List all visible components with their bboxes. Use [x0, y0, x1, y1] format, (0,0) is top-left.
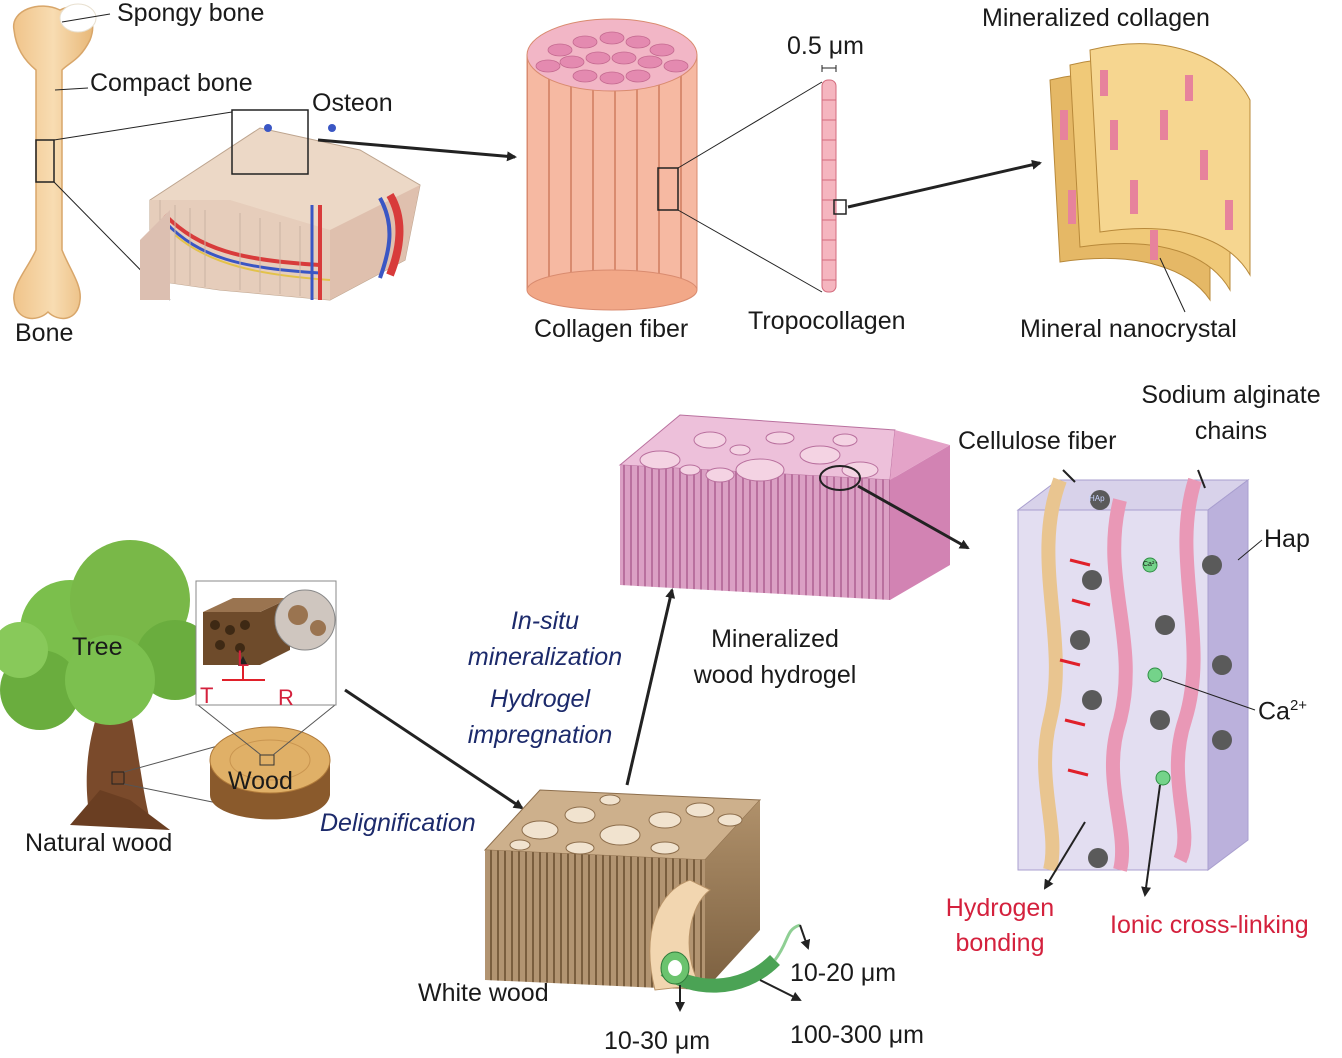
compact-bone-leader [54, 87, 89, 91]
cellulose-fiber-label: Cellulose fiber [958, 427, 1117, 455]
hydrogen-label-line2: bonding [955, 929, 1045, 957]
wood-disk [209, 726, 331, 820]
hap-label: Hap [1264, 525, 1310, 553]
impregnation-label: impregnation [467, 721, 613, 749]
delignification-label: Delignification [320, 809, 476, 837]
axis-t-label: T [200, 683, 214, 708]
natural-wood-label: Natural wood [25, 829, 173, 857]
sodium-alginate-label-line2: chains [1194, 417, 1268, 445]
dim-100-300-label: 100-300 μm [790, 1021, 924, 1049]
mineralization-label: mineralization [467, 643, 623, 671]
mineral-nanocrystal-leader [1159, 257, 1186, 313]
mineralized-collagen-label: Mineralized collagen [982, 4, 1210, 32]
bone-label: Bone [15, 319, 74, 347]
ca-label: Ca2+ [1258, 697, 1308, 726]
wood-label: Wood [228, 767, 293, 795]
wood-microstructure-inset [195, 580, 337, 706]
spongy-bone-leader [61, 13, 111, 23]
ca-base: Ca [1258, 697, 1290, 726]
ca-bead-label: Ca²⁺ [1143, 561, 1158, 568]
mineralized-wood-label-line1: Mineralized [711, 625, 839, 653]
dim-10-30-label: 10-30 μm [604, 1027, 711, 1055]
axis-r-label: R [278, 685, 294, 710]
tropocollagen-label: Tropocollagen [748, 307, 906, 335]
compact-bone-label: Compact bone [90, 69, 253, 97]
dim-10-20-label: 10-20 μm [790, 959, 897, 987]
sodium-alginate-label-line1: Sodium alginate [1141, 381, 1321, 409]
ionic-crosslinking-label: Ionic cross-linking [1110, 911, 1309, 939]
tropocollagen-strand [821, 65, 847, 293]
hap-bead-label: HAp [1089, 494, 1105, 503]
osteon-label: Osteon [312, 89, 393, 117]
in-situ-label: In-situ [510, 607, 580, 635]
axis-l-label: L [237, 646, 250, 671]
mineralized-collagen-illustration [1049, 43, 1251, 302]
mineral-nanocrystal-label: Mineral nanocrystal [1020, 315, 1237, 343]
spongy-bone-label: Spongy bone [117, 0, 265, 27]
white-wood-block [483, 789, 801, 993]
osteon-block [140, 109, 421, 301]
hydrogel-network-panel [1016, 477, 1250, 872]
mineralized-wood-label-line2: wood hydrogel [693, 661, 857, 689]
collagen-fiber-illustration [526, 18, 698, 311]
tree-label: Tree [72, 633, 123, 661]
ca-superscript: 2+ [1289, 697, 1308, 714]
hydrogel-block [618, 414, 950, 600]
collagen-fiber-label: Collagen fiber [534, 315, 689, 343]
tree-illustration [0, 540, 215, 830]
scale-label: 0.5 μm [787, 32, 864, 60]
white-wood-label: White wood [418, 979, 549, 1007]
hydrogel-label: Hydrogel [489, 685, 591, 713]
femur-illustration [13, 3, 97, 320]
hydrogen-label-line1: Hydrogen [945, 894, 1055, 922]
